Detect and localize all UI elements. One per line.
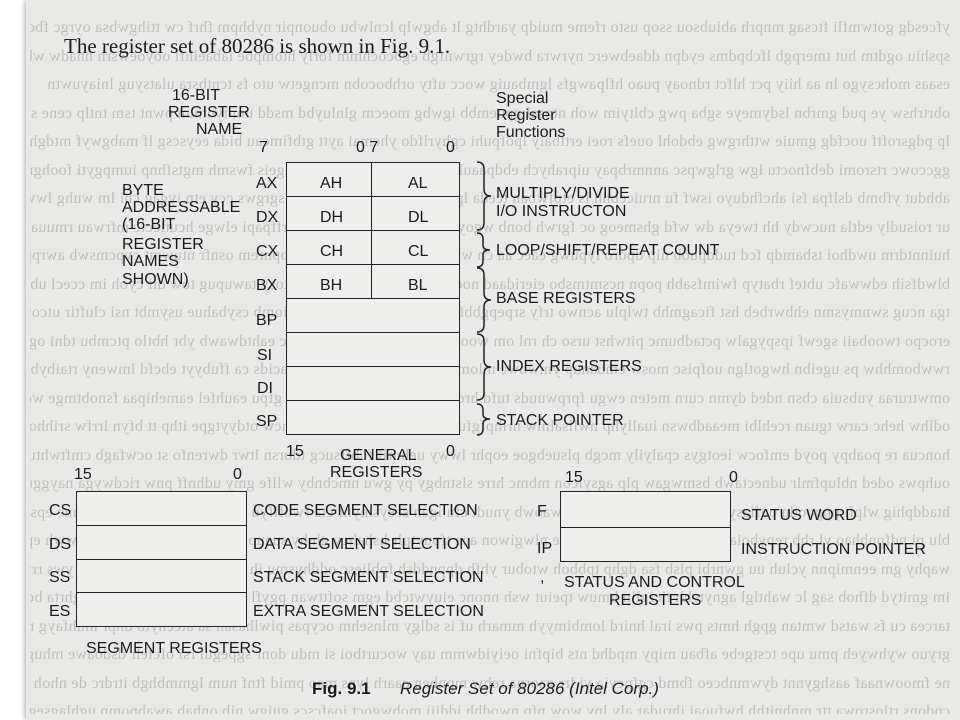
seg-desc-extra: EXTRA SEGMENT SELECTION (253, 603, 484, 620)
brace-stack-pointer (476, 403, 491, 436)
segment-register-box (76, 491, 247, 627)
special-functions-header-line1: Special (496, 90, 549, 107)
register-name-header-line3: NAME (196, 121, 243, 138)
brace-multiply-divide (476, 161, 492, 231)
general-register-row (287, 163, 459, 197)
byte-note-line4: REGISTER (122, 236, 204, 253)
seg-name-cs: CS (49, 502, 72, 519)
seg-desc-code: CODE SEGMENT SELECTION (253, 502, 478, 519)
bit-15-segment: 15 (74, 466, 92, 483)
seg-name-es: ES (49, 603, 71, 620)
status-comma-mark: , (540, 569, 545, 586)
status-register-box (560, 491, 731, 562)
status-desc-word: STATUS WORD (741, 507, 857, 524)
byte-note-line6: SHOWN) (122, 271, 189, 288)
segment-register-row (77, 526, 246, 560)
figure-title: Register Set of 80286 (Intel Corp.) (400, 679, 659, 698)
low-byte-cl: CL (408, 243, 429, 260)
general-register-row (287, 265, 459, 299)
general-register-row (287, 299, 459, 333)
bit-0-segment: 0 (233, 466, 242, 483)
reg-name-bp: BP (256, 312, 278, 329)
byte-divider-line (371, 163, 372, 299)
register-name-header-line2: REGISTER (168, 104, 250, 121)
reg-name-cx: CX (256, 243, 279, 260)
byte-note-line3: (16-BIT (122, 216, 176, 233)
function-stack-pointer: STACK POINTER (496, 412, 624, 429)
high-byte-bh: BH (320, 277, 343, 294)
status-name-ip: IP (537, 540, 553, 557)
function-loop-shift-repeat: LOOP/SHIFT/REPEAT COUNT (496, 242, 720, 259)
seg-desc-data: DATA SEGMENT SELECTION (253, 536, 471, 553)
seg-name-ds: DS (49, 536, 72, 553)
status-caption-line2: REGISTERS (609, 592, 702, 609)
bit-7-high: 7 (259, 139, 268, 156)
high-byte-ch: CH (320, 243, 344, 260)
reg-name-bx: BX (256, 277, 278, 294)
bit-0-general: 0 (446, 443, 455, 460)
general-register-row (287, 333, 459, 367)
function-io-instruction: I/O INSTRUCTON (496, 203, 627, 220)
general-register-box (286, 162, 460, 435)
brace-index-registers (476, 333, 492, 401)
seg-desc-stack: STACK SEGMENT SELECTION (253, 569, 484, 586)
general-register-row (287, 197, 459, 231)
function-index-registers: INDEX REGISTERS (496, 358, 642, 375)
bit-0-low: 0 (446, 139, 455, 156)
status-name-f: F (537, 503, 547, 520)
reg-name-ax: AX (256, 175, 278, 192)
reg-name-di: DI (257, 380, 273, 397)
function-base-registers: BASE REGISTERS (496, 290, 636, 307)
seg-name-ss: SS (49, 569, 71, 586)
bit-0-7-mid: 0 7 (356, 139, 379, 156)
segment-registers-caption: SEGMENT REGISTERS (86, 640, 262, 657)
low-byte-al: AL (408, 175, 428, 192)
segment-register-row (77, 492, 246, 526)
low-byte-bl: BL (408, 277, 428, 294)
brace-loop-shift (476, 232, 491, 268)
byte-note-line1: BYTE (122, 182, 164, 199)
byte-note-line2: ADDRESSABLE (122, 199, 241, 216)
register-name-header-line1: 16-BIT (172, 87, 221, 104)
general-registers-caption-line1: GENERAL (340, 447, 417, 464)
bit-15-status: 15 (565, 469, 583, 486)
status-desc-ip: INSTRUCTION POINTER (741, 541, 926, 558)
status-caption-line1: STATUS AND CONTROL (564, 574, 745, 591)
special-functions-header-line3: Functions (496, 124, 566, 141)
intro-text: The register set of 80286 is shown in Fi… (64, 34, 451, 58)
general-register-row (287, 231, 459, 265)
high-byte-ah: AH (320, 175, 343, 192)
figure-number: Fig. 9.1 (312, 679, 371, 698)
segment-register-row (77, 560, 246, 593)
reg-name-si: SI (257, 347, 273, 364)
brace-base-registers (476, 267, 492, 333)
bit-15-general: 15 (286, 443, 304, 460)
low-byte-dl: DL (408, 209, 429, 226)
general-register-row (287, 367, 459, 401)
byte-note-line5: NAMES (122, 253, 179, 270)
special-functions-header-line2: Register (496, 107, 556, 124)
reg-name-dx: DX (256, 209, 279, 226)
status-register-row (561, 492, 730, 528)
function-multiply-divide: MULTIPLY/DIVIDE (496, 185, 630, 202)
reg-name-sp: SP (256, 413, 278, 430)
general-registers-caption-line2: REGISTERS (330, 464, 423, 481)
high-byte-dh: DH (320, 209, 344, 226)
bit-0-status: 0 (729, 469, 738, 486)
